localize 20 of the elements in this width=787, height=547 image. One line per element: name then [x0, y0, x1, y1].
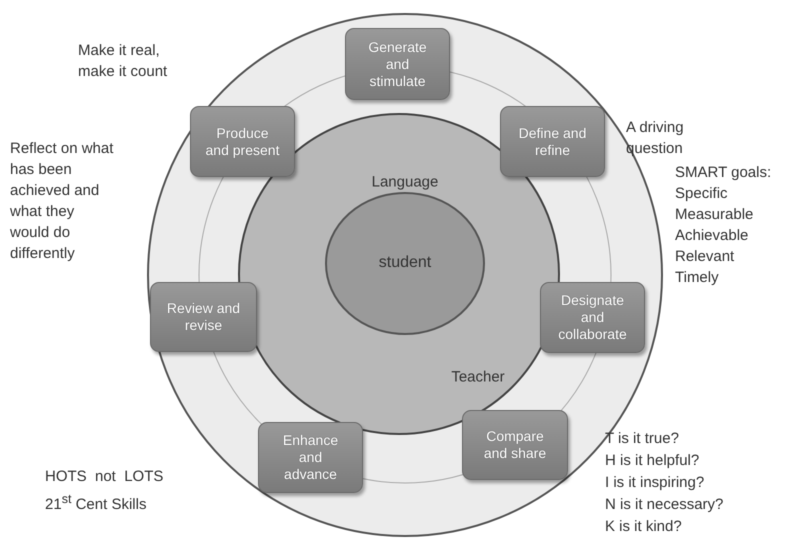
circle-label: student [378, 254, 432, 272]
step-box: Review and revise [150, 282, 257, 352]
step-box: Produce and present [190, 106, 295, 177]
note-text: HOTS not LOTS [45, 467, 164, 487]
circle-label: Teacher [451, 368, 505, 386]
step-box: Compare and share [462, 410, 568, 480]
mnemonic-line: I is it inspiring? [605, 473, 706, 493]
note-text: SMART goals: Specific Measurable Achievable Relevant Timely [675, 163, 772, 288]
step-box: Define and refine [500, 106, 605, 177]
mnemonic-line: H is it helpful? [605, 451, 700, 471]
circle-label: Language [372, 174, 438, 190]
note-text: 21$^{st}$ Cent Skills [45, 491, 148, 515]
step-box: Enhance and advance [258, 422, 363, 493]
step-box: Generate and stimulate [345, 28, 450, 100]
step-box: Designate and collaborate [540, 282, 645, 353]
mnemonic-line: N is it necessary? [605, 495, 724, 515]
note-text: Make it real, make it count [78, 41, 168, 82]
mnemonic-line: T is it true? [605, 429, 680, 449]
note-text: Reflect on what has been achieved and what they would do differently [10, 139, 114, 264]
mnemonic-line: K is it kind? [605, 517, 683, 537]
